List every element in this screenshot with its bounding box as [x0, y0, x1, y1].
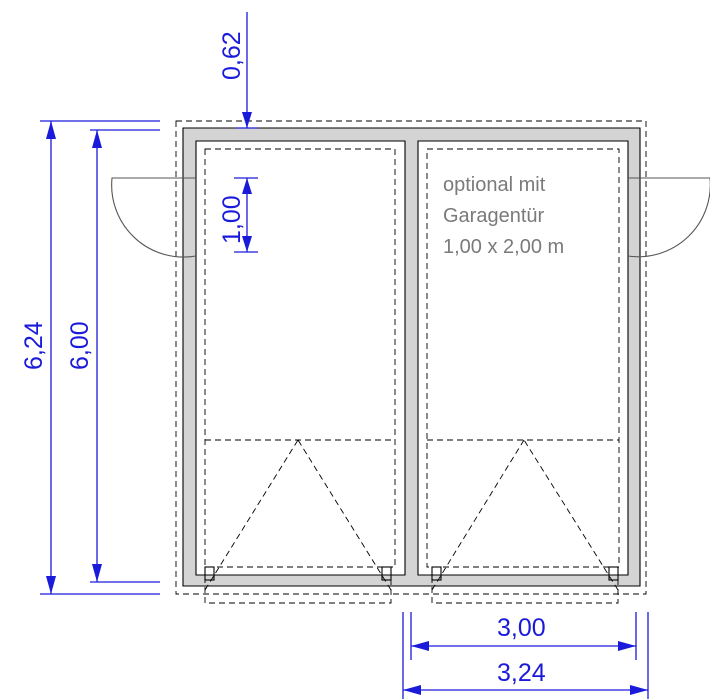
tilt-door-right: [427, 439, 619, 604]
dimension-top-offset: 0,62: [218, 12, 258, 129]
car-outline-left: [204, 148, 396, 568]
dimension-outer-width: 3,24: [402, 612, 649, 699]
dimension-inner-width: 3,00: [410, 612, 637, 660]
car-outline-right: [426, 148, 620, 568]
dimension-outer-length: 6,24: [20, 120, 160, 595]
dimension-depth-offset-label: 1,00: [218, 195, 246, 244]
note-line-3: 1,00 x 2,00 m: [443, 236, 564, 258]
roof-outline: [175, 120, 647, 595]
note-line-1: optional mit: [443, 174, 546, 196]
dimension-inner-width-label: 3,00: [497, 614, 546, 642]
dimension-top-offset-label: 0,62: [218, 31, 246, 80]
garage-door-note: optional mit Garagentür 1,00 x 2,00 m: [443, 174, 564, 258]
side-door-left: [111, 177, 197, 258]
garage-walls: [182, 127, 641, 587]
tilt-door-left: [204, 439, 395, 604]
dimension-outer-width-label: 3,24: [497, 659, 546, 687]
dimension-depth-offset: 1,00: [218, 177, 258, 253]
side-door-right: [627, 177, 710, 258]
note-line-2: Garagentür: [443, 205, 545, 227]
dimension-inner-length: 6,00: [66, 129, 160, 583]
dimension-outer-length-label: 6,24: [20, 321, 48, 370]
dimension-inner-length-label: 6,00: [66, 321, 94, 370]
